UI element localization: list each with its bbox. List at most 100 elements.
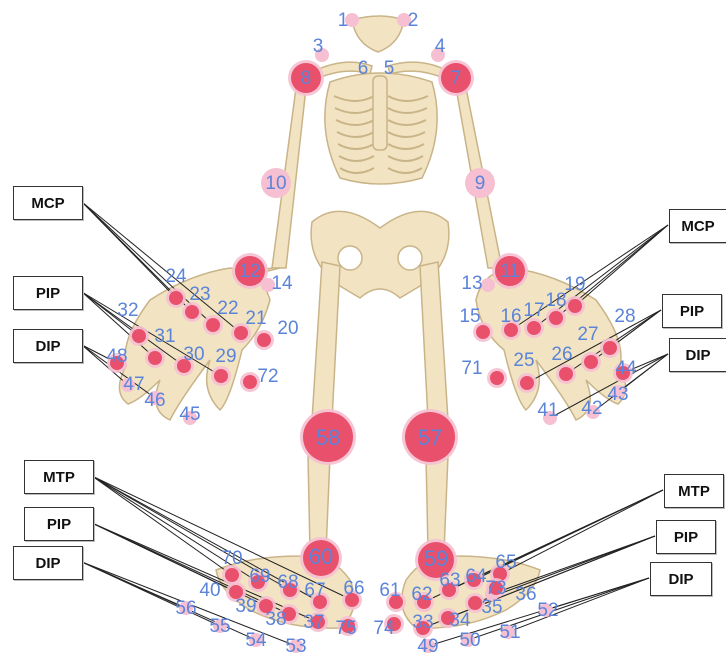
joint-number-48: 48 [106, 346, 127, 367]
joint-number-60: 60 [309, 544, 333, 569]
joint-number-4: 4 [435, 36, 446, 57]
joint-29 [214, 369, 228, 383]
joint-number-32: 32 [117, 300, 138, 321]
joint-number-68: 68 [277, 572, 298, 593]
left-foot-pip-box: PIP [24, 507, 94, 541]
joint-number-22: 22 [217, 298, 238, 319]
left-mtp-box: MTP [24, 460, 94, 494]
joint-number-56: 56 [175, 598, 196, 619]
joint-number-33: 33 [412, 612, 433, 633]
joint-number-20: 20 [277, 318, 298, 339]
joint-number-21: 21 [245, 308, 266, 329]
left-foot-dip-label: DIP [35, 555, 60, 572]
right-mcp-box: MCP [669, 209, 726, 243]
joint-32 [132, 329, 146, 343]
left-mcp-label: MCP [31, 195, 64, 212]
joint-number-39: 39 [235, 596, 256, 617]
joint-number-52: 52 [537, 600, 558, 621]
joint-28 [603, 341, 617, 355]
joint-18 [549, 311, 563, 325]
joint-number-15: 15 [459, 306, 480, 327]
joint-20 [257, 333, 271, 347]
joint-number-11: 11 [500, 261, 520, 282]
joint-number-50: 50 [459, 630, 480, 651]
joint-number-46: 46 [144, 390, 165, 411]
sternum-bone [373, 76, 387, 150]
joint-number-25: 25 [513, 350, 534, 371]
joint-number-73: 73 [485, 578, 506, 599]
joint-number-16: 16 [500, 306, 521, 327]
leader-line-70 [92, 476, 232, 575]
joint-70 [225, 568, 239, 582]
joint-23 [185, 305, 199, 319]
joint-number-65: 65 [495, 552, 516, 573]
joint-number-9: 9 [475, 173, 486, 194]
joint-number-40: 40 [199, 580, 220, 601]
joint-number-13: 13 [461, 273, 482, 294]
joint-number-70: 70 [221, 548, 242, 569]
joint-number-17: 17 [523, 300, 544, 321]
joint-number-24: 24 [165, 266, 187, 287]
joint-number-54: 54 [245, 630, 267, 651]
joint-number-49: 49 [417, 636, 438, 657]
joint-number-19: 19 [564, 274, 585, 295]
joint-35 [468, 596, 482, 610]
right-foot-pip-box: PIP [656, 520, 716, 554]
right-pip-box: PIP [662, 294, 722, 328]
joint-number-26: 26 [551, 344, 572, 365]
joint-number-8: 8 [301, 68, 312, 89]
joint-number-61: 61 [379, 580, 400, 601]
joint-26 [559, 367, 573, 381]
left-foot-dip-box: DIP [13, 546, 83, 580]
joint-number-72: 72 [257, 366, 278, 387]
left-foot-pip-label: PIP [47, 516, 71, 533]
joint-number-3: 3 [313, 36, 324, 57]
joint-25 [520, 376, 534, 390]
joint-13 [481, 278, 495, 292]
joint-number-55: 55 [209, 616, 230, 637]
right-foot-dip-box: DIP [650, 562, 712, 596]
joint-number-63: 63 [439, 570, 460, 591]
joint-24 [169, 291, 183, 305]
joint-number-62: 62 [411, 584, 432, 605]
joint-number-71: 71 [461, 358, 482, 379]
leader-line-65 [500, 490, 663, 574]
joint-number-42: 42 [581, 398, 602, 419]
joint-number-6: 6 [358, 58, 369, 79]
joint-number-30: 30 [183, 344, 204, 365]
left-mtp-label: MTP [43, 469, 75, 486]
joint-number-59: 59 [424, 546, 448, 571]
joint-number-41: 41 [537, 400, 558, 421]
left-mcp-box: MCP [13, 186, 83, 220]
joint-number-5: 5 [384, 58, 395, 79]
joint-number-66: 66 [343, 578, 364, 599]
joint-number-64: 64 [465, 566, 487, 587]
joint-15 [476, 325, 490, 339]
joint-number-31: 31 [154, 326, 175, 347]
left-dip-box: DIP [13, 329, 83, 363]
joint-number-57: 57 [418, 425, 442, 450]
joint-number-1: 1 [338, 10, 349, 31]
joint-number-14: 14 [271, 273, 293, 294]
right-mtp-box: MTP [664, 474, 724, 508]
joint-31 [148, 351, 162, 365]
joint-22 [206, 318, 220, 332]
right-foot-dip-label: DIP [668, 571, 693, 588]
left-acetabulum [338, 246, 362, 270]
right-femur-bone [420, 262, 448, 420]
joint-number-45: 45 [179, 404, 200, 425]
joint-number-29: 29 [215, 346, 236, 367]
joint-number-34: 34 [449, 610, 471, 631]
joint-number-74: 74 [373, 618, 395, 639]
joint-number-35: 35 [481, 597, 502, 618]
joint-number-69: 69 [249, 566, 270, 587]
joint-number-28: 28 [614, 306, 635, 327]
left-dip-label: DIP [35, 338, 60, 355]
joint-number-23: 23 [189, 284, 210, 305]
left-pip-label: PIP [36, 285, 60, 302]
joint-number-18: 18 [545, 290, 566, 311]
joint-number-37: 37 [303, 612, 324, 633]
joint-72 [243, 375, 257, 389]
